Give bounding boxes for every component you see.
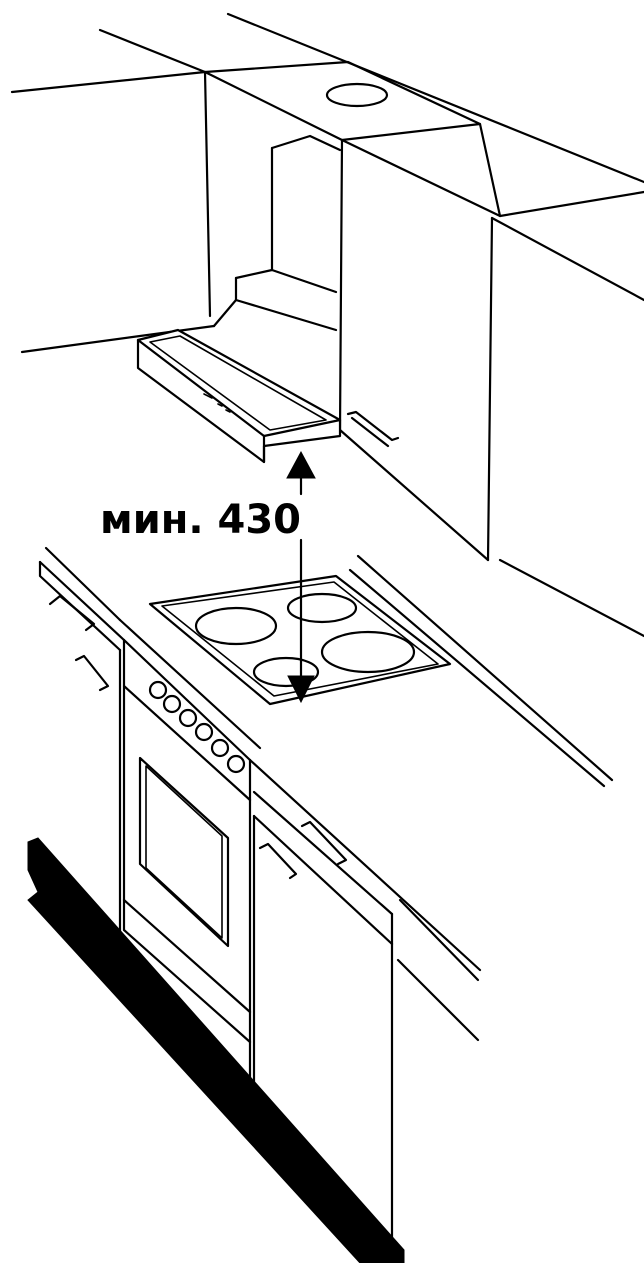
left-base-cabinet [38,560,122,942]
right-base-cabinet [252,790,480,1263]
upper-door-handle [346,410,400,448]
plinth-shadow [27,837,405,1263]
oven [122,638,252,1082]
dimension-label: мин. 430 [100,497,301,543]
worktop [38,546,614,972]
vent-hole [325,82,389,108]
upper-cabinets [10,12,644,638]
cooktop [148,574,452,706]
extractor-hood [136,328,342,464]
extractor-hood-niche [212,134,342,332]
